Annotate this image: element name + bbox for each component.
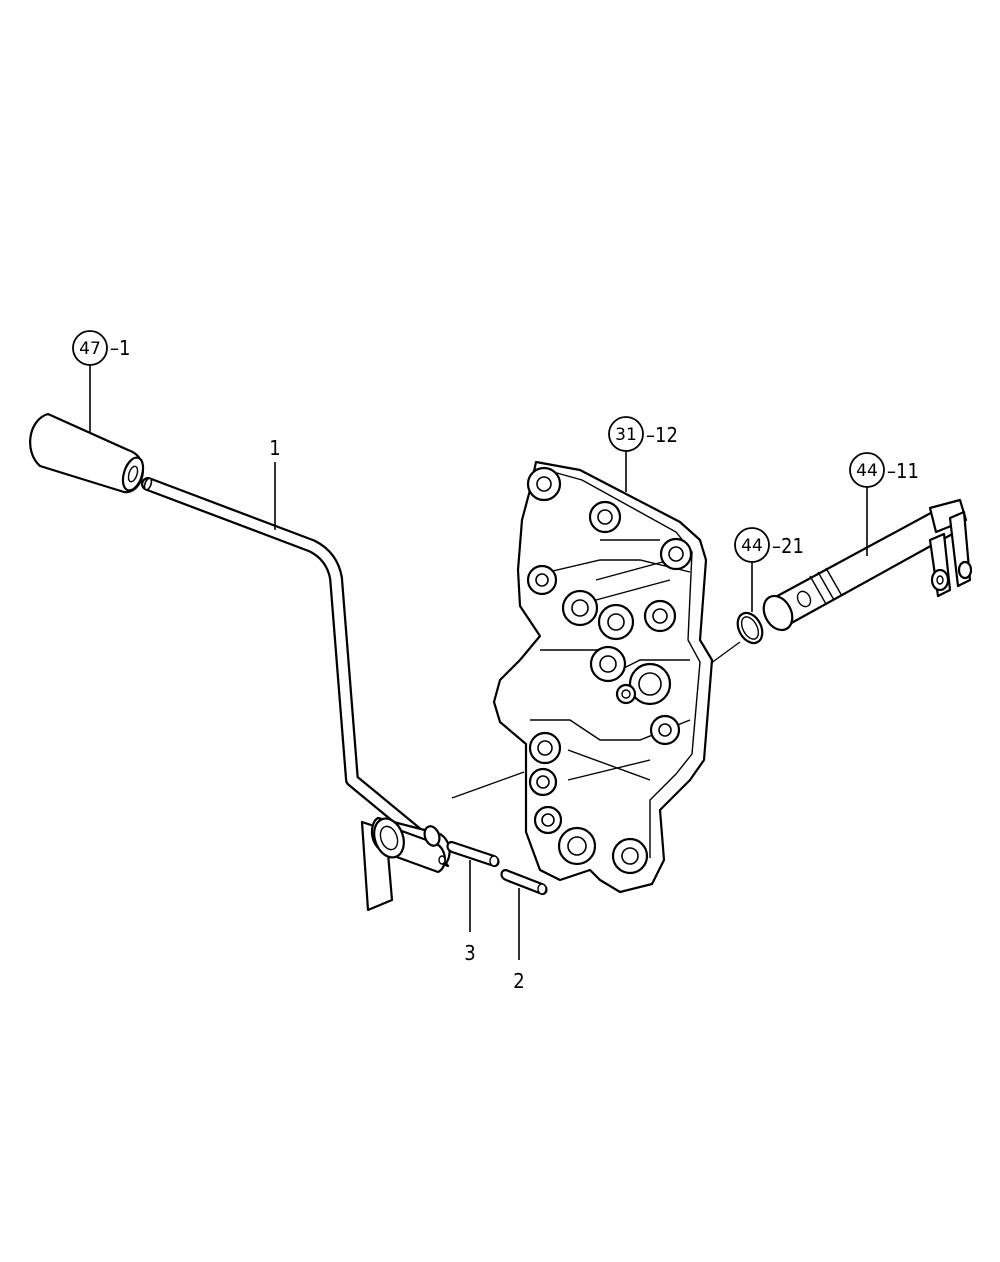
callout-knob-suffix: –1 xyxy=(110,336,130,360)
label-pin-short: 2 xyxy=(513,888,525,993)
callout-shaft-ref: 44 xyxy=(856,461,878,481)
callout-shaft-suffix: –11 xyxy=(887,459,919,483)
label-lever-text: 1 xyxy=(269,436,280,460)
callout-o-ring: 44 –21 xyxy=(734,527,804,612)
callout-knob: 47 –1 xyxy=(72,330,130,432)
lever-knob xyxy=(29,412,145,494)
callout-shaft: 44 –11 xyxy=(849,452,919,556)
callout-o-ring-suffix: –21 xyxy=(772,534,804,558)
callout-housing: 31 –12 xyxy=(608,416,678,492)
lever-rod xyxy=(141,477,427,843)
pin-long xyxy=(446,840,500,868)
label-pin-long: 3 xyxy=(464,860,476,965)
callout-o-ring-ref: 44 xyxy=(741,536,763,556)
valve-housing xyxy=(492,460,714,894)
callout-knob-ref: 47 xyxy=(79,339,101,359)
label-pin-short-text: 2 xyxy=(513,969,524,993)
callout-housing-ref: 31 xyxy=(615,425,637,445)
label-pin-long-text: 3 xyxy=(464,941,475,965)
callout-housing-suffix: –12 xyxy=(646,423,678,447)
pin-short xyxy=(500,868,548,896)
o-ring xyxy=(736,611,764,645)
lever-hub xyxy=(360,816,451,912)
shift-shaft xyxy=(762,498,973,632)
label-lever: 1 xyxy=(269,436,281,530)
